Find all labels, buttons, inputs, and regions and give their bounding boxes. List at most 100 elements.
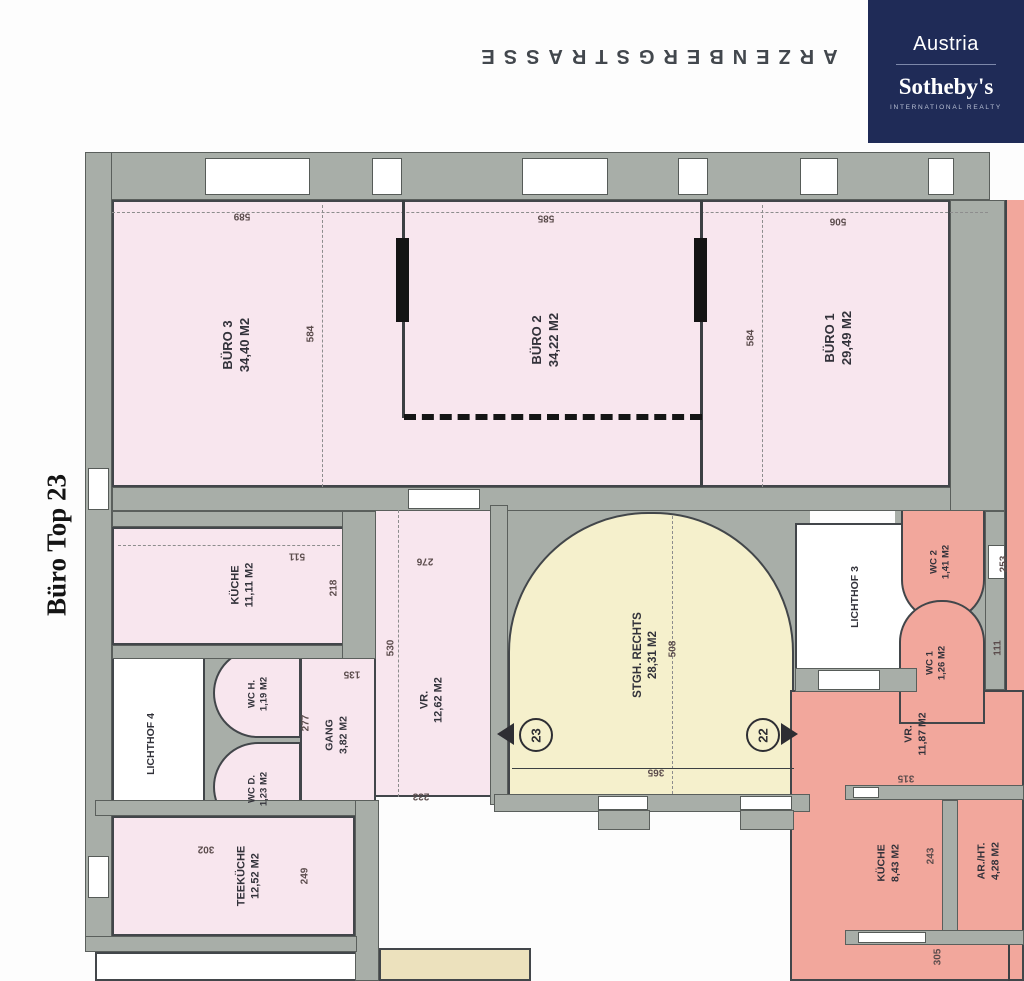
measure-dashline: [672, 516, 673, 794]
wall-segment: [942, 800, 958, 932]
measure-dashline: [118, 545, 340, 546]
window-opening: [88, 856, 109, 898]
room-label-wc-h: WC H.1,19 M2: [246, 676, 270, 712]
window-opening: [205, 158, 310, 195]
measure-dashline: [398, 510, 399, 797]
dim-511: 511: [288, 550, 306, 562]
door-opening: [853, 787, 879, 798]
dim-243: 243: [925, 847, 937, 865]
dim-233: 233: [412, 790, 430, 802]
wall-segment: [342, 511, 376, 659]
dim-365: 365: [647, 766, 665, 778]
dim-508: 508: [667, 640, 679, 658]
window-opening: [88, 468, 109, 510]
wall-segment: [490, 505, 508, 805]
dim-584-a: 584: [305, 325, 317, 343]
door-opening: [408, 489, 480, 509]
double-door-bar: [694, 238, 707, 322]
room-lichthof-4: [112, 657, 205, 805]
room-bueros-band: [112, 200, 950, 487]
room-label-vr2: VR.11,87 M2: [902, 712, 928, 756]
room-wc-2: [901, 508, 985, 622]
partition-wall: [402, 322, 405, 418]
dim-218: 218: [328, 579, 340, 597]
window-opening: [522, 158, 608, 195]
brand-logo: Austria Sotheby's INTERNATIONAL REALTY: [868, 0, 1024, 143]
window-opening: [800, 158, 838, 195]
logo-country-label: Austria: [913, 32, 979, 55]
dim-315: 315: [897, 772, 915, 784]
room-label-vr: VR.12,62 M2: [418, 677, 445, 723]
window-opening: [372, 158, 402, 195]
stair-marker-23-number: 23: [528, 727, 544, 743]
measure-dashline: [762, 205, 763, 487]
dim-506: 506: [829, 215, 847, 227]
dim-276: 276: [416, 555, 434, 567]
room-stairwell: [508, 512, 794, 796]
stair-marker-22-number: 22: [755, 727, 771, 743]
room-adjacent-sliver: [1005, 200, 1024, 690]
dim-277: 277: [300, 714, 312, 732]
wall-segment: [85, 936, 357, 952]
wall-segment: [112, 487, 990, 511]
room-bottom-white: [95, 952, 357, 981]
dim-253: 253: [998, 555, 1010, 573]
partition-wall: [700, 322, 703, 487]
partition-wall: [700, 200, 703, 238]
stair-marker-22: 22: [746, 718, 780, 752]
dim-589: 589: [233, 210, 251, 222]
wall-segment: [355, 800, 379, 981]
dim-585: 585: [537, 212, 555, 224]
door-opening: [818, 670, 880, 690]
dim-135: 135: [343, 668, 361, 680]
logo-divider: [896, 63, 996, 65]
measure-dashline: [322, 205, 323, 487]
room-gang: [300, 655, 376, 802]
room-label-wc-d: WC D.1,23 M2: [246, 771, 270, 807]
dim-302: 302: [197, 843, 215, 855]
logo-subtitle-label: INTERNATIONAL REALTY: [890, 103, 1002, 111]
window-opening: [678, 158, 708, 195]
wall-segment: [985, 511, 1005, 690]
partition-wall: [402, 200, 405, 238]
room-kueche: [112, 527, 344, 645]
door-opening: [858, 932, 926, 943]
dim-249: 249: [299, 867, 311, 885]
door-opening: [598, 796, 648, 810]
measure-dashline: [112, 212, 988, 213]
street-name-label: ARZENBERGSTRASSE: [472, 45, 838, 67]
plan-title: Büro Top 23: [41, 473, 72, 617]
wall-segment: [598, 810, 650, 830]
wall-segment: [112, 511, 344, 527]
room-teekueche: [112, 816, 355, 936]
wall-segment: [950, 200, 1005, 511]
dim-305: 305: [932, 948, 944, 966]
stair-marker-23: 23: [519, 718, 553, 752]
planned-wall-dotted-line: [404, 414, 702, 420]
wall-segment: [740, 810, 794, 830]
logo-brand-label: Sotheby's: [898, 73, 994, 99]
stair-arrow-right-icon: [781, 723, 798, 745]
wall-segment: [112, 645, 344, 659]
room-wc-1: [899, 600, 985, 724]
wall-segment: [85, 152, 112, 952]
partition-wall: [1008, 945, 1010, 981]
room-label-ar-ht: AR./HT.4,28 M2: [975, 842, 1001, 880]
room-bottom-cream: [379, 948, 531, 981]
wall-segment: [95, 800, 379, 816]
double-door-bar: [396, 238, 409, 322]
door-opening: [988, 545, 1005, 579]
door-opening: [740, 796, 792, 810]
stair-arrow-left-icon: [497, 723, 514, 745]
